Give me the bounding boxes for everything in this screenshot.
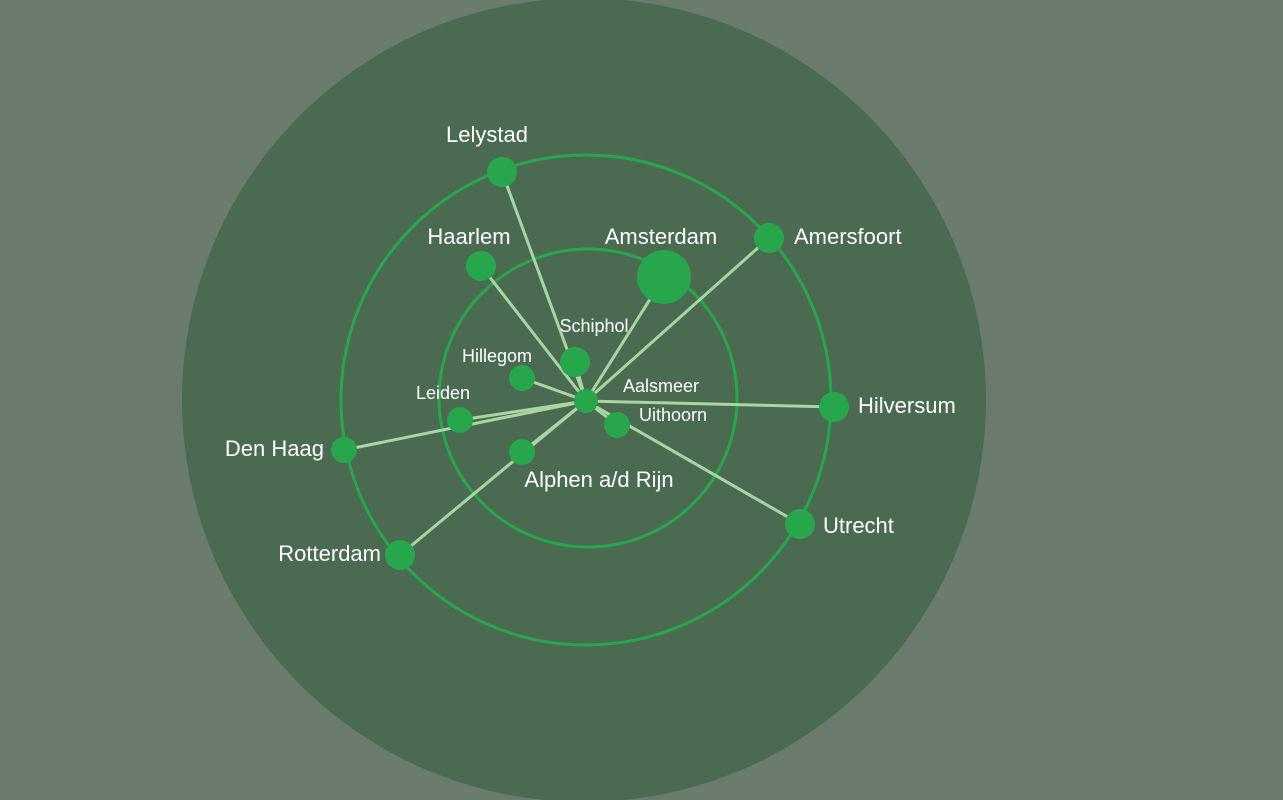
label-alphen: Alphen a/d Rijn	[524, 467, 673, 492]
node-hilversum[interactable]	[819, 392, 849, 422]
node-utrecht[interactable]	[785, 509, 815, 539]
label-rotterdam: Rotterdam	[278, 541, 381, 566]
inner-ring	[437, 247, 739, 549]
node-amsterdam[interactable]	[637, 250, 691, 304]
label-lelystad: Lelystad	[446, 122, 528, 147]
node-hillegom[interactable]	[509, 365, 535, 391]
link-aalsmeer-rotterdam	[398, 399, 588, 557]
label-leiden: Leiden	[416, 383, 470, 403]
label-uithoorn: Uithoorn	[639, 405, 707, 425]
link-aalsmeer-hilversum	[584, 399, 836, 409]
label-haarlem: Haarlem	[427, 224, 510, 249]
node-den-haag[interactable]	[331, 437, 357, 463]
link-aalsmeer-haarlem	[479, 264, 588, 403]
node-alphen[interactable]	[509, 439, 535, 465]
label-aalsmeer: Aalsmeer	[623, 376, 699, 396]
node-aalsmeer[interactable]	[574, 389, 598, 413]
city-labels: Lelystad Haarlem Amsterdam Amersfoort Sc…	[225, 122, 956, 566]
link-aalsmeer-amersfoort	[584, 236, 771, 403]
label-amersfoort: Amersfoort	[794, 224, 902, 249]
node-haarlem[interactable]	[466, 251, 496, 281]
node-rotterdam[interactable]	[385, 540, 415, 570]
city-nodes	[331, 157, 849, 570]
node-leiden[interactable]	[447, 407, 473, 433]
label-den-haag: Den Haag	[225, 436, 324, 461]
node-amersfoort[interactable]	[754, 223, 784, 253]
node-uithoorn[interactable]	[604, 412, 630, 438]
label-schiphol: Schiphol	[559, 316, 628, 336]
label-hilversum: Hilversum	[858, 393, 956, 418]
node-lelystad[interactable]	[487, 157, 517, 187]
label-amsterdam: Amsterdam	[605, 224, 717, 249]
label-utrecht: Utrecht	[823, 513, 894, 538]
node-schiphol[interactable]	[560, 347, 590, 377]
label-hillegom: Hillegom	[462, 346, 532, 366]
